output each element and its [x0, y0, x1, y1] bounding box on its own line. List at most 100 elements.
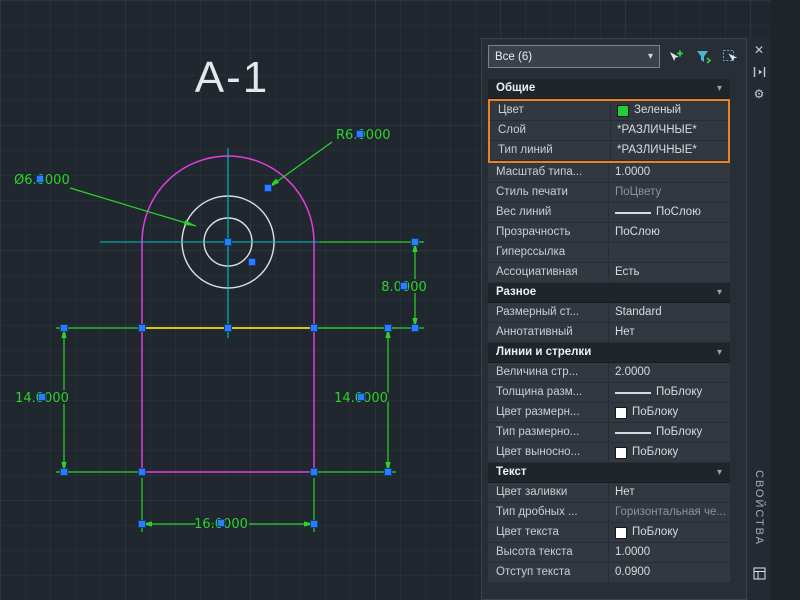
grip[interactable] — [224, 324, 232, 332]
property-value-cell[interactable]: ПоБлоку — [609, 423, 730, 442]
property-value: ПоБлоку — [656, 386, 703, 398]
drawing-title[interactable]: A-1 — [195, 53, 269, 102]
select-objects-button[interactable] — [719, 47, 741, 67]
property-label: Цвет текста — [488, 523, 609, 542]
grip[interactable] — [357, 393, 365, 401]
grip[interactable] — [60, 324, 68, 332]
grip[interactable] — [60, 468, 68, 476]
quick-select-button[interactable] — [692, 47, 714, 67]
property-label: Отступ текста — [488, 563, 609, 582]
property-label: Ассоциативная — [488, 263, 609, 282]
property-value-cell[interactable]: Нет — [609, 323, 730, 342]
grip[interactable] — [411, 324, 419, 332]
property-value: Зеленый — [634, 104, 682, 116]
grip[interactable] — [384, 468, 392, 476]
section-header[interactable]: Общие▾ — [488, 79, 730, 99]
quick-select-icon — [696, 50, 711, 64]
property-value-cell[interactable]: Горизонтальная че... — [609, 503, 730, 522]
grip[interactable] — [411, 238, 419, 246]
property-row: Толщина разм... ПоБлоку — [488, 383, 730, 403]
grip[interactable] — [138, 468, 146, 476]
property-value: *РАЗЛИЧНЫЕ* — [617, 144, 697, 156]
dim-14-left[interactable]: 14.0000 — [13, 327, 138, 473]
property-value-cell[interactable]: Есть — [609, 263, 730, 282]
color-swatch — [617, 104, 629, 117]
leader-diameter-arrow — [183, 220, 196, 226]
property-value: ПоСлою — [656, 206, 701, 218]
close-button[interactable]: ✕ — [749, 41, 769, 59]
property-value: ПоБлоку — [632, 446, 679, 458]
pickadd-icon — [669, 50, 683, 61]
part-outline[interactable] — [141, 155, 315, 473]
settings-button[interactable]: ⚙ — [749, 85, 769, 103]
section-header[interactable]: Разное▾ — [488, 283, 730, 303]
property-value-cell[interactable]: 2.0000 — [609, 363, 730, 382]
property-value-cell[interactable]: 1.0000 — [609, 163, 730, 182]
grip[interactable] — [310, 324, 318, 332]
property-value-cell[interactable]: ПоБлоку — [609, 443, 730, 462]
grip[interactable] — [248, 258, 256, 266]
grip[interactable] — [217, 519, 225, 527]
grip[interactable] — [38, 393, 46, 401]
grip[interactable] — [400, 282, 408, 290]
section-header[interactable]: Линии и стрелки▾ — [488, 343, 730, 363]
section-header[interactable]: Текст▾ — [488, 463, 730, 483]
grip[interactable] — [264, 184, 272, 192]
leader-radius-line — [267, 141, 333, 189]
property-value-cell[interactable]: *РАЗЛИЧНЫЕ* — [611, 121, 728, 140]
property-value-cell[interactable]: 1.0000 — [609, 543, 730, 562]
property-row: Тип дробных ...Горизонтальная че... — [488, 503, 730, 523]
grip[interactable] — [310, 520, 318, 528]
palette-grid-icon — [753, 567, 765, 579]
property-value-cell[interactable]: *РАЗЛИЧНЫЕ* — [611, 141, 728, 160]
dim-16[interactable]: 16.0000 — [141, 478, 315, 534]
dim-8-arrow-top — [412, 242, 418, 252]
property-value-cell[interactable]: ПоБлоку — [609, 523, 730, 542]
property-value-cell[interactable]: Standard — [609, 303, 730, 322]
lineweight-glyph — [615, 391, 651, 394]
property-value-cell[interactable]: ПоСлою — [609, 203, 730, 222]
property-label: Толщина разм... — [488, 383, 609, 402]
property-value-cell[interactable]: ПоСлою — [609, 223, 730, 242]
dim-8[interactable]: 8.0000 — [318, 241, 429, 329]
property-value-cell[interactable]: ПоБлоку — [609, 403, 730, 422]
property-value: Горизонтальная че... — [615, 506, 726, 518]
property-label: Стиль печати — [488, 183, 609, 202]
pickadd-toggle-button[interactable] — [665, 47, 687, 67]
grip[interactable] — [138, 324, 146, 332]
grip[interactable] — [36, 175, 44, 183]
property-value: *РАЗЛИЧНЫЕ* — [617, 124, 697, 136]
drawing-viewport[interactable]: A-1 8.0000 14.0000 — [0, 0, 481, 600]
dim-16-arrow-right — [304, 521, 314, 527]
property-value-cell[interactable]: ПоБлоку — [609, 383, 730, 402]
property-value: 2.0000 — [615, 366, 651, 378]
grip[interactable] — [224, 238, 232, 246]
grip[interactable] — [310, 468, 318, 476]
chevron-down-icon: ▾ — [716, 347, 722, 358]
palette-grid-button[interactable] — [749, 564, 769, 582]
grip[interactable] — [356, 130, 364, 138]
selection-filter-dropdown[interactable]: Все (6) ▾ — [488, 45, 660, 68]
palette-title[interactable]: СВОЙСТВА — [753, 470, 765, 546]
property-value-cell[interactable] — [609, 243, 730, 262]
app-frame-right — [771, 0, 800, 600]
property-label: Цвет выносно... — [488, 443, 609, 462]
dim-16-arrow-left — [142, 521, 152, 527]
color-swatch — [615, 526, 627, 539]
property-value-cell[interactable]: 0.0900 — [609, 563, 730, 582]
property-value-cell[interactable]: ПоЦвету — [609, 183, 730, 202]
grip[interactable] — [138, 520, 146, 528]
color-swatch — [615, 446, 627, 459]
property-value-cell[interactable]: Нет — [609, 483, 730, 502]
autohide-button[interactable] — [749, 63, 769, 81]
property-value-cell[interactable]: Зеленый — [611, 101, 728, 120]
property-label: Высота текста — [488, 543, 609, 562]
grip[interactable] — [384, 324, 392, 332]
